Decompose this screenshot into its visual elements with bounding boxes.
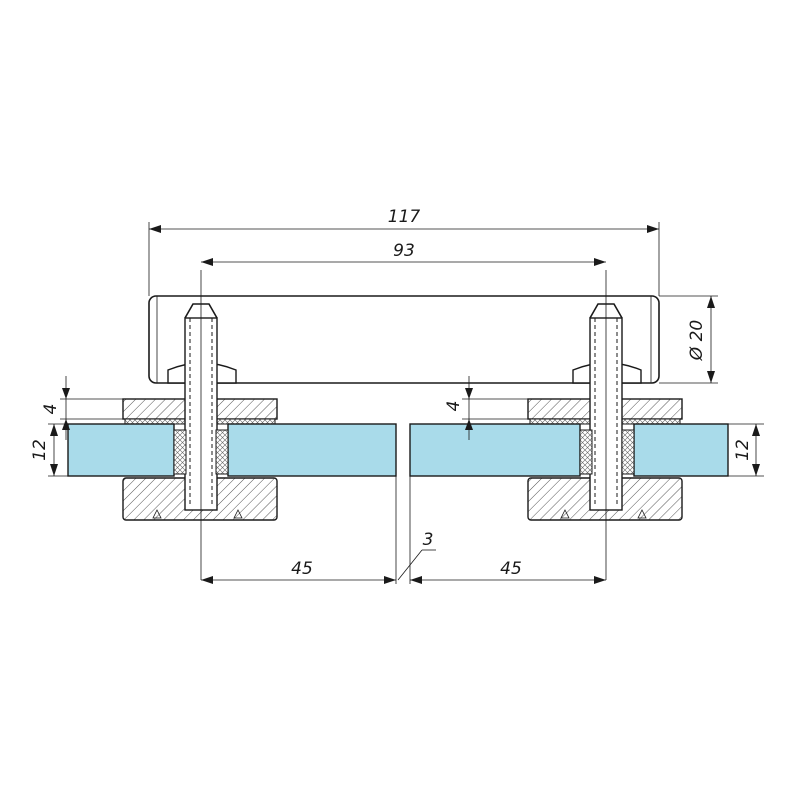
dim-glass-left: 12	[30, 423, 68, 477]
dim-bolt-spacing: 93	[201, 241, 606, 266]
dim-washer-right: 4	[444, 376, 528, 440]
dim-tube-diameter: Ø 20	[659, 295, 718, 384]
dim-glass-gap: 3	[395, 476, 436, 584]
dim-tube-diameter-label: Ø 20	[687, 320, 707, 361]
glass-right	[409, 423, 729, 477]
dim-edge-left: 45	[201, 559, 396, 584]
dim-washer-left: 4	[41, 376, 123, 440]
glass-left	[67, 423, 397, 477]
dim-edge-left-label: 45	[291, 559, 313, 579]
dim-glass-right: 12	[728, 423, 764, 477]
dim-edge-right: 45	[410, 559, 606, 584]
dim-glass-right-label: 12	[733, 439, 753, 461]
dim-bolt-spacing-label: 93	[393, 241, 415, 261]
dim-glass-left-label: 12	[30, 439, 50, 461]
dim-glass-gap-label: 3	[423, 530, 434, 550]
right-mount	[527, 270, 683, 580]
dim-washer-right-label: 4	[444, 401, 464, 412]
dim-overall-width-label: 117	[388, 207, 421, 227]
dim-edge-right-label: 45	[500, 559, 522, 579]
handle-tube	[148, 295, 660, 384]
left-mount	[122, 270, 278, 580]
dim-washer-left-label: 4	[41, 404, 61, 415]
dim-overall-width: 117	[148, 207, 660, 296]
